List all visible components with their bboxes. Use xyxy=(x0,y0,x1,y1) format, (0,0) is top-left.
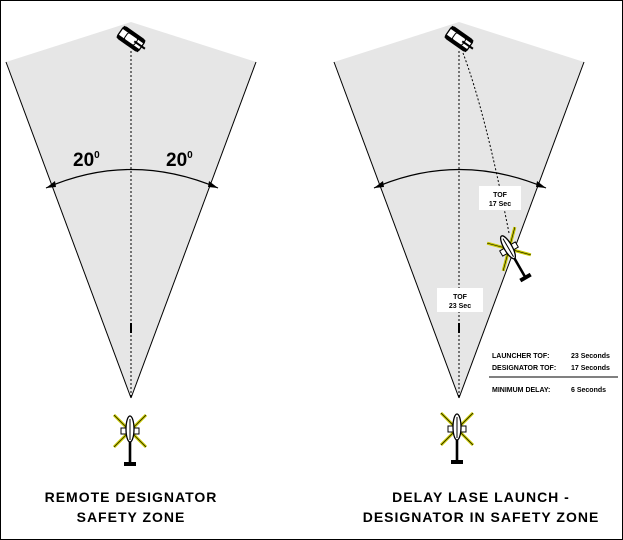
left-safety-zone xyxy=(6,22,256,398)
right-angle-arc xyxy=(373,168,547,189)
launcher-tof-value: 23 Sec xyxy=(449,303,471,310)
left-caption-line2: SAFETY ZONE xyxy=(76,509,186,525)
launcher-tof-label: TOF xyxy=(453,294,468,301)
launcher-tof-summary-label: LAUNCHER TOF: xyxy=(492,353,549,360)
right-zone-edge xyxy=(458,61,585,399)
minimum-delay-label: MINIMUM DELAY: xyxy=(492,387,550,394)
left-zone-edge xyxy=(5,61,132,399)
launcher-tof-box xyxy=(437,288,483,312)
right-missile-marker xyxy=(458,323,460,333)
left-arc-arrowhead xyxy=(208,181,218,188)
designator-tof-box xyxy=(479,186,521,210)
designator-tof-value: 17 Sec xyxy=(489,201,511,208)
left-arc-arrowhead xyxy=(46,181,56,188)
right-caption-line2: DESIGNATOR IN SAFETY ZONE xyxy=(362,509,600,525)
designator-tof-summary-label: DESIGNATOR TOF: xyxy=(492,365,556,372)
right-zone-edge xyxy=(333,61,460,399)
designator-tof-label: TOF xyxy=(493,192,508,199)
right-arc-arrowhead xyxy=(374,181,384,188)
right-caption-line1: DELAY LASE LAUNCH - xyxy=(392,489,570,505)
right-caption: DELAY LASE LAUNCH - DESIGNATOR IN SAFETY… xyxy=(361,487,601,527)
launcher-tof-summary-value: 23 Seconds xyxy=(571,353,610,360)
left-angle-label-right: 200 xyxy=(166,150,193,171)
left-missile-marker xyxy=(130,323,132,333)
designator-tof-summary-value: 17 Seconds xyxy=(571,365,610,372)
right-safety-zone xyxy=(334,22,584,398)
left-caption: REMOTE DESIGNATOR SAFETY ZONE xyxy=(21,487,241,527)
timing-panel-background xyxy=(487,347,620,398)
left-caption-line1: REMOTE DESIGNATOR xyxy=(44,489,218,505)
minimum-delay-value: 6 Seconds xyxy=(571,387,606,394)
left-angle-arc xyxy=(45,168,219,189)
helicopter-icon xyxy=(439,411,475,466)
left-zone-edge xyxy=(130,61,257,399)
left-angle-label-left: 200 xyxy=(73,150,100,171)
right-arc-arrowhead xyxy=(536,181,546,188)
helicopter-icon xyxy=(112,413,148,468)
